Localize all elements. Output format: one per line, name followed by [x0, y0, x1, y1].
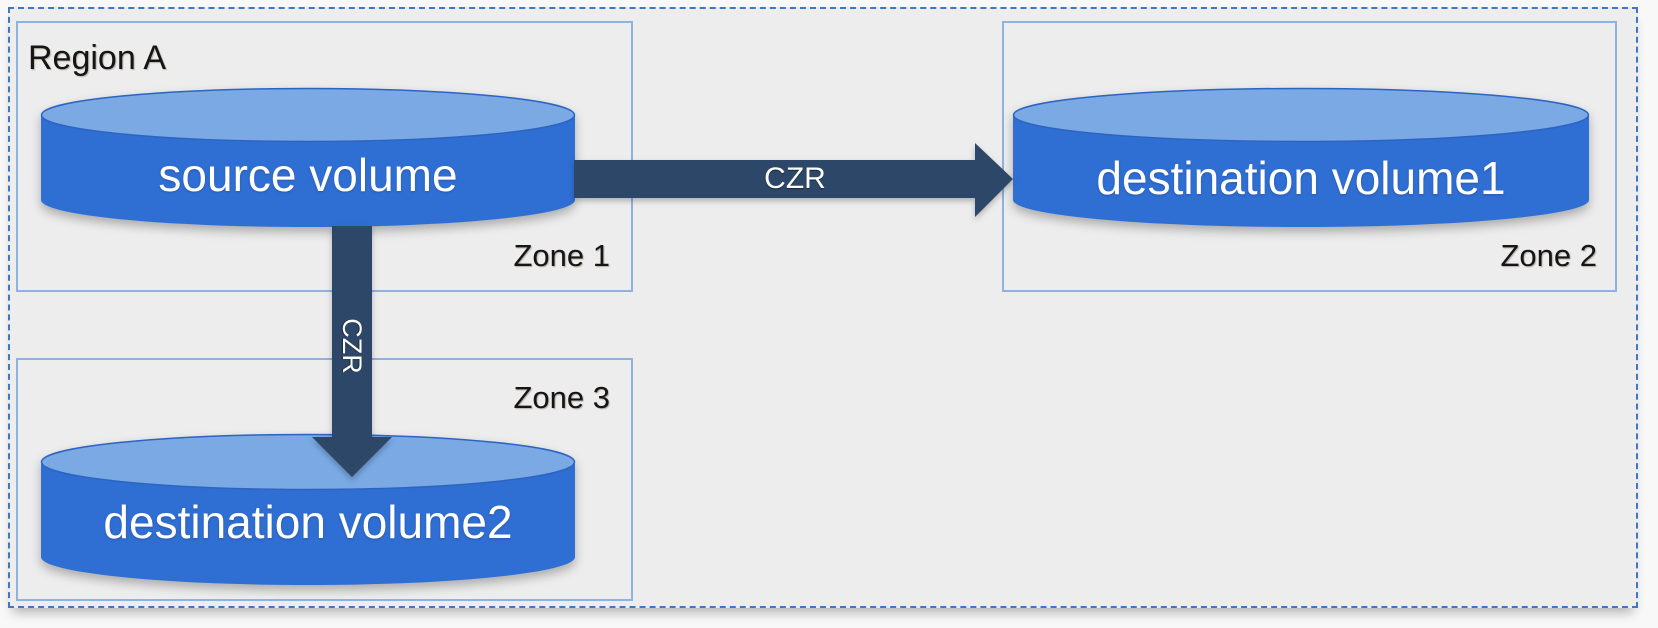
cylinder-top	[40, 87, 576, 143]
zone2-label: Zone 2	[1500, 238, 1597, 273]
zone1-label: Zone 1	[513, 238, 610, 273]
cylinder-body	[41, 115, 575, 227]
cylinder-body	[1013, 115, 1589, 227]
destination-volume2-cylinder-icon	[40, 433, 576, 585]
source-volume-cylinder-icon	[40, 87, 576, 227]
cylinder-body	[41, 462, 575, 585]
destination-volume1-cylinder-icon	[1012, 87, 1590, 227]
cylinder-top	[1012, 87, 1590, 143]
destination-volume1-label: destination volume1	[1096, 152, 1506, 204]
czr-vertical-arrow-label: CZR	[337, 318, 367, 374]
destination-volume2-label: destination volume2	[103, 496, 513, 548]
region-label: Region A	[28, 39, 166, 77]
cylinder-top	[40, 433, 576, 491]
czr-horizontal-arrow-label: CZR	[764, 162, 826, 195]
source-volume-label: source volume	[158, 149, 458, 201]
zone3-label: Zone 3	[513, 380, 610, 415]
